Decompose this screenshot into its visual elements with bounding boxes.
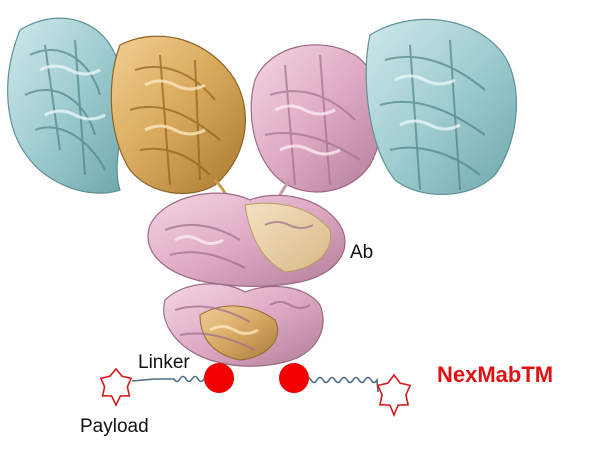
linker-label: Linker: [138, 352, 190, 373]
right-payload-star: [376, 373, 412, 418]
right-light-chain: [365, 18, 517, 196]
right-heavy-chain-fab: [250, 44, 383, 193]
left-light-chain: [7, 17, 124, 194]
right-linker: [293, 376, 379, 393]
trademark-mark: TM: [521, 362, 554, 387]
left-linker: [131, 375, 220, 383]
antibody-label: Ab: [350, 242, 374, 263]
brand-name: NexMab: [437, 362, 522, 387]
left-heavy-chain-fab: [110, 35, 246, 195]
brand-title: NexMabTM: [437, 362, 553, 388]
right-conjugation-site: [279, 363, 309, 393]
fc-ch2-domains: [147, 192, 346, 288]
left-conjugation-site: [204, 363, 234, 393]
fc-ch3-domains: [163, 283, 324, 367]
left-payload-star: [99, 367, 133, 407]
payload-label: Payload: [80, 416, 149, 437]
